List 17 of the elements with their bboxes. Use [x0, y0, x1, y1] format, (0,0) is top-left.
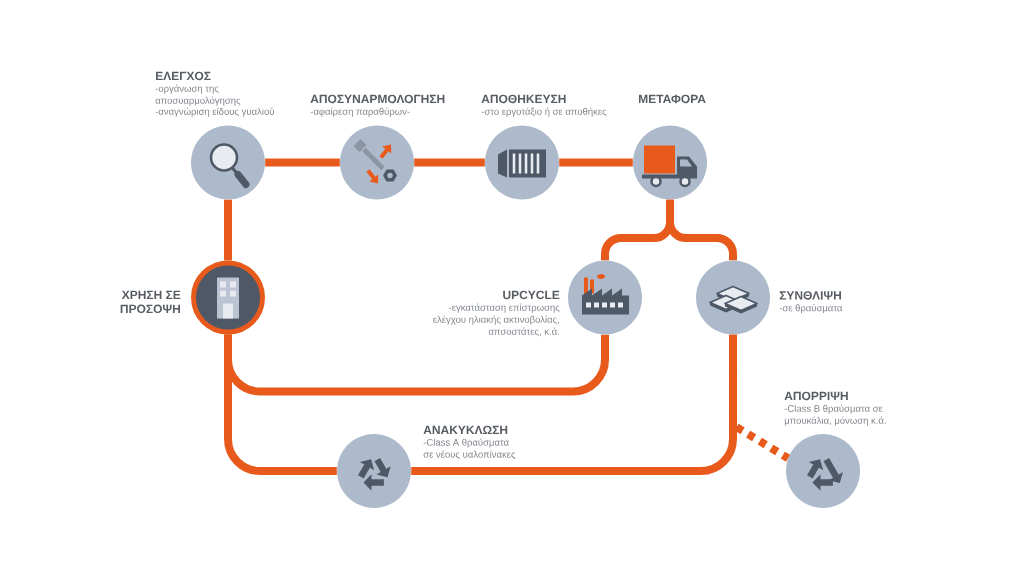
step-title: ΑΠΟΣΥΝΑΡΜΟΛΟΓΗΣΗ	[310, 94, 445, 104]
step-title: ΑΝΑΚΥΚΛΩΣΗ	[423, 425, 508, 435]
step-description: -στο εργοτάξιο ή σε αποθήκες	[481, 107, 607, 117]
step-description: -Class A θραύσματα σε νέους υαλοπίνακες	[423, 438, 516, 460]
step-title: ΕΛΕΓΧΟΣ	[156, 71, 211, 81]
step-title: UPCYCLE	[503, 290, 560, 300]
step-description: -αναγνώριση είδους γυαλιού	[155, 107, 274, 117]
step-description: -εγκατάσταση επίστρωσης ελέγχου ηλιακής ακτινοβολίας, απσοστάτες, κ.ά.	[433, 303, 560, 337]
step-title: ΑΠΟΡΡΙΨΗ	[784, 391, 848, 401]
step-title: ΧΡΗΣΗ ΣΕ ΠΡΟΣΟΨΗ	[120, 290, 181, 314]
step-description: -οργάνωση της αποσυαρμολόγησης	[155, 84, 241, 106]
step-description: -Class B θραύσματα σε μπουκάλια, μόνωση κ.ά.	[784, 404, 886, 426]
step-title: ΑΠΟΘΗΚΕΥΣΗ	[481, 94, 566, 104]
step-title: ΜΕΤΑΦΟΡΑ	[639, 94, 706, 104]
step-description: -αφαίρεση παραθύρων-	[310, 107, 410, 117]
step-title: ΣΥΝΘΛΙΨΗ	[779, 291, 841, 300]
step-description: -σε θραύσματα	[779, 304, 843, 314]
